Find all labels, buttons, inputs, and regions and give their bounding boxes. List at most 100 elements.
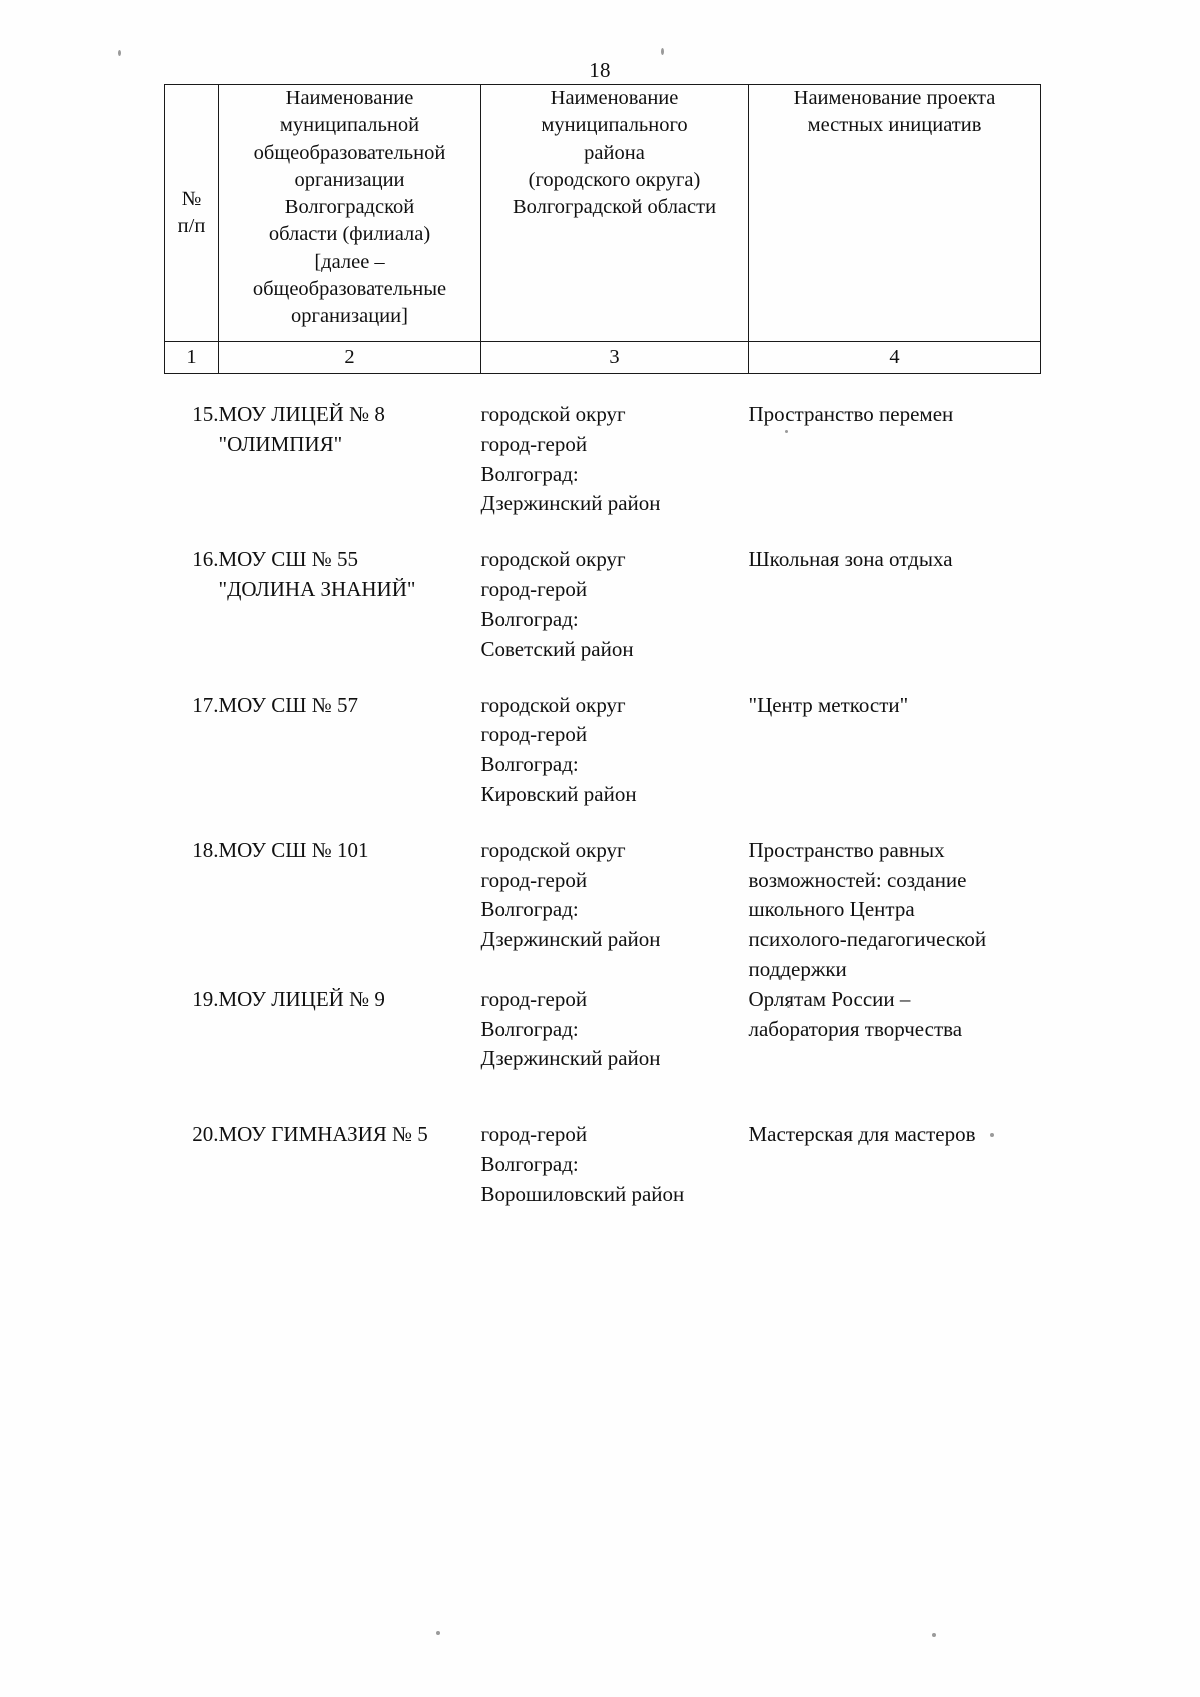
header-cell-organization: Наименование муниципальной общеобразоват…	[218, 84, 481, 342]
text-line: Мастерская для мастеров	[748, 1122, 976, 1147]
header-line: Волгоградской области	[512, 196, 717, 218]
table-spacer	[165, 519, 1041, 545]
row-district: город-герой Волгоград: Дзержинский район	[481, 985, 749, 1074]
header-line: общеобразовательной	[253, 141, 446, 164]
text-line: Волгоград:	[480, 1152, 579, 1177]
text-line: город-герой	[480, 431, 588, 456]
text-line: город-герой	[480, 867, 588, 892]
header-cell-number: № п/п	[164, 84, 219, 342]
row-organization: МОУ СШ № 55 "ДОЛИНА ЗНАНИЙ"	[219, 545, 481, 664]
row-number: 20.	[192, 1122, 219, 1147]
scan-speck	[785, 430, 788, 433]
header-line: местных инициатив	[807, 114, 982, 137]
row-number: 15.	[192, 402, 219, 426]
header-line: муниципальной	[279, 114, 420, 137]
text-line: городской округ	[480, 547, 626, 572]
header-line: Наименование	[550, 87, 679, 109]
row-project: Орлятам России – лаборатория творчества	[749, 985, 1041, 1074]
header-line: п/п	[177, 215, 206, 237]
header-cell-project: Наименование проекта местных инициатив	[748, 84, 1041, 342]
text-line: город-герой	[480, 1122, 588, 1147]
header-line: организации	[294, 168, 405, 191]
header-line: №	[181, 187, 202, 210]
text-line: школьного Центра	[748, 897, 915, 922]
scan-speck	[661, 48, 664, 55]
column-number-1: 1	[164, 341, 219, 374]
row-number: 17.	[192, 692, 219, 717]
row-district: городской округ город-герой Волгоград: К…	[481, 691, 749, 810]
scan-speck	[436, 1631, 440, 1635]
text-line: Пространство перемен	[748, 402, 954, 426]
text-line: Школьная зона отдыха	[748, 547, 953, 572]
row-project: "Центр меткости"	[749, 691, 1041, 810]
text-line: Орлятам России –	[748, 986, 911, 1011]
text-line: Дзержинский район	[480, 1046, 661, 1071]
text-line: Волгоград:	[480, 752, 579, 777]
scan-speck	[787, 1005, 790, 1008]
row-district: городской округ город-герой Волгоград: С…	[481, 545, 749, 664]
initiatives-table: № п/п Наименование муниципальной общеобр…	[164, 84, 1041, 1210]
table-spacer	[165, 374, 1041, 401]
table-row: 20. МОУ ГИМНАЗИЯ № 5 город-герой Волгогр…	[165, 1120, 1041, 1209]
row-organization: МОУ СШ № 57	[219, 691, 481, 810]
text-line: МОУ СШ № 101	[218, 837, 369, 862]
row-project: Пространство перемен	[749, 400, 1041, 519]
column-number-3: 3	[480, 341, 749, 374]
text-line: Волгоград:	[480, 606, 579, 631]
row-organization: МОУ СШ № 101	[219, 836, 481, 985]
header-line: [далее –	[314, 250, 385, 273]
text-line: МОУ СШ № 55	[218, 547, 359, 572]
text-line: городской округ	[480, 837, 626, 862]
text-line: город-герой	[480, 722, 588, 747]
table-row: 15. МОУ ЛИЦЕЙ № 8 "ОЛИМПИЯ" городской ок…	[165, 400, 1041, 519]
row-project: Школьная зона отдыха	[749, 545, 1041, 664]
text-line: Кировский район	[480, 781, 637, 806]
row-organization: МОУ ГИМНАЗИЯ № 5	[219, 1120, 481, 1209]
text-line: психолого-педагогической	[748, 927, 987, 952]
row-project: Пространство равных возможностей: создан…	[749, 836, 1041, 985]
text-line: "ДОЛИНА ЗНАНИЙ"	[218, 577, 416, 602]
header-line: Наименование проекта	[793, 87, 996, 109]
text-line: МОУ ГИМНАЗИЯ № 5	[218, 1122, 428, 1147]
text-line: Пространство равных	[748, 837, 945, 862]
text-line: Волгоград:	[480, 1016, 579, 1041]
row-number: 19.	[192, 986, 219, 1011]
table-row: 19. МОУ ЛИЦЕЙ № 9 город-герой Волгоград:…	[165, 985, 1041, 1074]
text-line: городской округ	[480, 402, 626, 426]
header-line: Наименование	[285, 87, 414, 109]
text-line: "Центр меткости"	[748, 692, 909, 717]
row-district: городской округ город-герой Волгоград: Д…	[481, 400, 749, 519]
text-line: Ворошиловский район	[480, 1181, 685, 1206]
text-line: городской округ	[480, 692, 626, 717]
text-line: возможностей: создание	[748, 867, 967, 892]
column-number-2: 2	[218, 341, 481, 374]
table-row: 18. МОУ СШ № 101 городской округ город-г…	[165, 836, 1041, 985]
text-line: МОУ ЛИЦЕЙ № 8	[218, 402, 385, 426]
table-spacer	[165, 665, 1041, 691]
table-row: 16. МОУ СШ № 55 "ДОЛИНА ЗНАНИЙ" городско…	[165, 545, 1041, 664]
text-line: Советский район	[480, 636, 634, 661]
text-line: Волгоград:	[480, 461, 579, 486]
row-project: Мастерская для мастеров	[749, 1120, 1041, 1209]
header-cell-district: Наименование муниципального района (горо…	[480, 84, 749, 342]
column-number-row: 1 2 3 4	[164, 341, 1041, 374]
text-line: МОУ СШ № 57	[218, 692, 359, 717]
scan-speck	[932, 1633, 936, 1637]
row-organization: МОУ ЛИЦЕЙ № 8 "ОЛИМПИЯ"	[219, 400, 481, 519]
header-line: (городского округа)	[528, 168, 701, 191]
row-number: 18.	[192, 837, 219, 862]
table-row: 17. МОУ СШ № 57 городской округ город-ге…	[165, 691, 1041, 810]
row-district: городской округ город-герой Волгоград: Д…	[481, 836, 749, 985]
header-line: области (филиала)	[268, 223, 431, 246]
text-line: город-герой	[480, 577, 588, 602]
row-district: город-герой Волгоград: Ворошиловский рай…	[481, 1120, 749, 1209]
text-line: МОУ ЛИЦЕЙ № 9	[218, 986, 385, 1011]
table-header-row: № п/п Наименование муниципальной общеобр…	[164, 84, 1041, 342]
header-line: организации]	[291, 305, 408, 327]
text-line: Дзержинский район	[480, 491, 661, 516]
header-line: района	[584, 141, 645, 164]
column-number-4: 4	[748, 341, 1041, 374]
header-line: Волгоградской	[284, 196, 415, 218]
text-line: город-герой	[480, 986, 588, 1011]
